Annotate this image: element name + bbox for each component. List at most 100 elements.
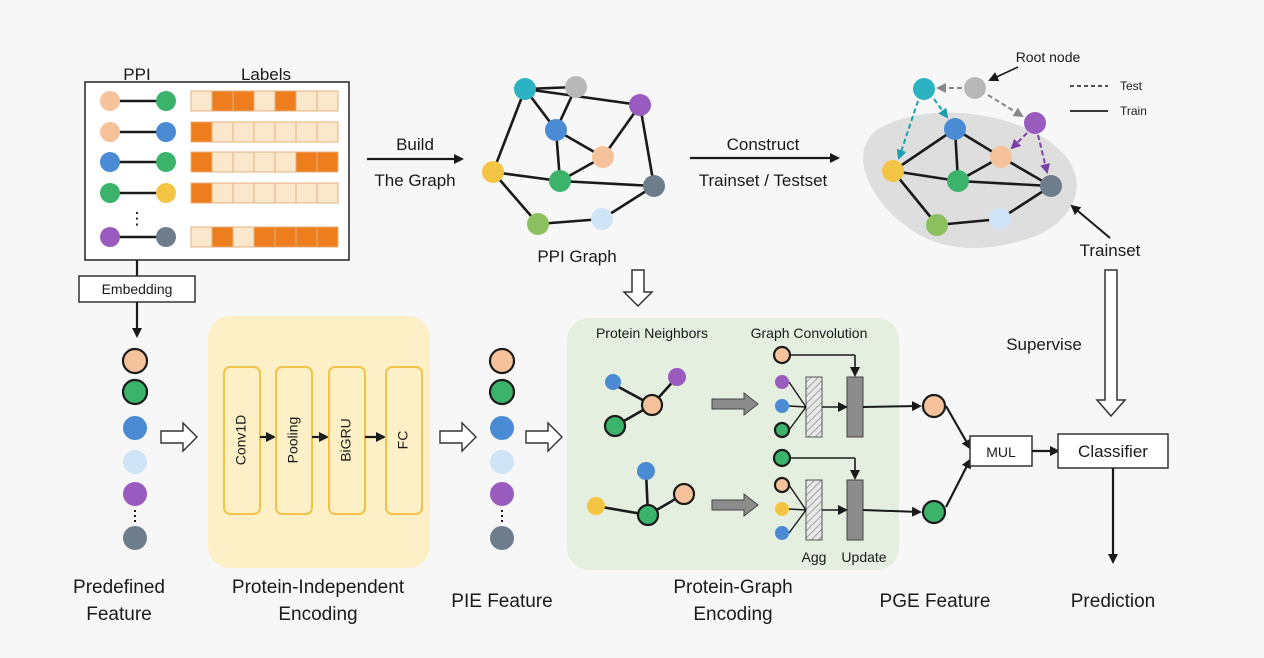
hollow-arrow-1: [160, 421, 198, 453]
trainset-label: Trainset: [1080, 241, 1141, 260]
pge-bottom-to-mul: [945, 458, 971, 508]
ppi-graph: [482, 76, 665, 235]
construct-label-1: Construct: [727, 135, 800, 154]
label-cell: [316, 182, 339, 204]
protein-node-b: [156, 227, 176, 247]
pie-encoding-label-1: Protein-Independent: [232, 577, 405, 598]
encoding-step-label: BiGRU: [338, 418, 354, 462]
graph-node-blue: [545, 119, 567, 141]
pie-node-purple: [490, 482, 514, 506]
agg-input-node: [775, 375, 789, 389]
tt-node-gray: [1040, 175, 1062, 197]
pg-transfer-arrow: [711, 391, 759, 417]
agg-input-node: [773, 476, 791, 494]
label-cell: [253, 182, 276, 204]
pg-encoding-label-1: Protein-Graph: [673, 577, 792, 598]
graph-node-green: [549, 170, 571, 192]
predefined-label-2: Feature: [86, 604, 151, 625]
graph-edge: [524, 87, 641, 107]
train-edge: [957, 179, 1052, 188]
agg-input-line: [788, 508, 807, 511]
pie-encoding-label-2: Encoding: [278, 604, 357, 625]
graph-node-peach: [592, 146, 614, 168]
construct-label-2: Trainset / Testset: [699, 171, 828, 190]
mul-box: [969, 435, 1033, 467]
build-label-1: Build: [396, 135, 434, 154]
predef-node-blue: [123, 416, 147, 440]
pge-node-peach: [921, 393, 947, 419]
tt-node-lgray: [964, 77, 986, 99]
pge-node-green: [921, 499, 947, 525]
pie-node-light_blue: [490, 450, 514, 474]
label-cell: [232, 151, 255, 173]
label-cell: [316, 121, 339, 143]
pg-node-blue: [605, 374, 621, 390]
predef-node-purple: [123, 482, 147, 506]
pg-node-purple: [668, 368, 686, 386]
label-cell: [316, 226, 339, 248]
train-test-graph: [882, 77, 1062, 236]
pg-node-yellow: [587, 497, 605, 515]
tt-node-lgreen: [926, 214, 948, 236]
hollow-arrow-3: [525, 421, 563, 453]
pie-encoding-panel: [208, 316, 430, 568]
label-cell: [190, 226, 213, 248]
agg-input-line: [788, 509, 807, 534]
graph-edge: [492, 170, 561, 183]
predefined-label-1: Predefined: [73, 577, 165, 598]
label-cell: [316, 90, 339, 112]
agg-input-node: [773, 421, 791, 439]
protein-node-b: [156, 91, 176, 111]
labels-header: Labels: [241, 65, 291, 84]
conv-self-node: [772, 448, 792, 468]
predef-node-green: [121, 378, 149, 406]
pge-top-to-mul: [945, 405, 971, 450]
ppi-table: PPI Labels ⋮: [84, 65, 350, 261]
ppi-header: PPI: [123, 65, 150, 84]
agg-input-line: [788, 484, 807, 511]
agg-input-line: [788, 381, 807, 408]
update-block: [846, 479, 864, 541]
pge-feature-label: PGE Feature: [880, 591, 991, 612]
protein-neighbors-label: Protein Neighbors: [596, 325, 708, 341]
ppi-graph-label: PPI Graph: [537, 247, 616, 266]
embedding-label: Embedding: [102, 281, 173, 297]
pg-encoding-content: [587, 345, 947, 541]
protein-node-a: [100, 122, 120, 142]
protein-node-b: [156, 152, 176, 172]
pg-node-green: [636, 503, 660, 527]
label-cell: [211, 226, 234, 248]
agg-input-line: [788, 406, 807, 431]
legend-test-label: Test: [1120, 79, 1143, 93]
trainset-pointer: [1070, 204, 1111, 239]
pg-node-blue: [637, 462, 655, 480]
hollow-arrow-2: [439, 421, 477, 453]
label-cell: [232, 226, 255, 248]
label-cell: [295, 151, 318, 173]
embedding-box: [78, 275, 196, 303]
graph-node-gray: [643, 175, 665, 197]
train-edge: [892, 127, 956, 173]
tt-node-teal: [913, 78, 935, 100]
encoding-step-label: Pooling: [285, 417, 301, 464]
build-label-2: The Graph: [374, 171, 455, 190]
supervise-label: Supervise: [1006, 335, 1082, 354]
label-cell: [274, 90, 297, 112]
label-cell: [211, 121, 234, 143]
agg-input-node: [775, 502, 789, 516]
graph-edge: [638, 104, 656, 187]
pie-node-gray: [490, 526, 514, 550]
pg-transfer-arrow: [711, 492, 759, 518]
label-cell: [232, 90, 255, 112]
label-cell: [232, 182, 255, 204]
pie-node-green: [488, 378, 516, 406]
agg-label: Agg: [802, 549, 827, 565]
protein-node-a: [100, 152, 120, 172]
graph-edge: [492, 171, 539, 225]
label-cell: [295, 90, 318, 112]
ppi-ellipsis: ⋮: [129, 209, 146, 228]
train-edge: [891, 170, 939, 226]
conv-self-node: [772, 345, 792, 365]
update-block: [846, 376, 864, 438]
predefined-feature-nodes: [121, 347, 149, 550]
